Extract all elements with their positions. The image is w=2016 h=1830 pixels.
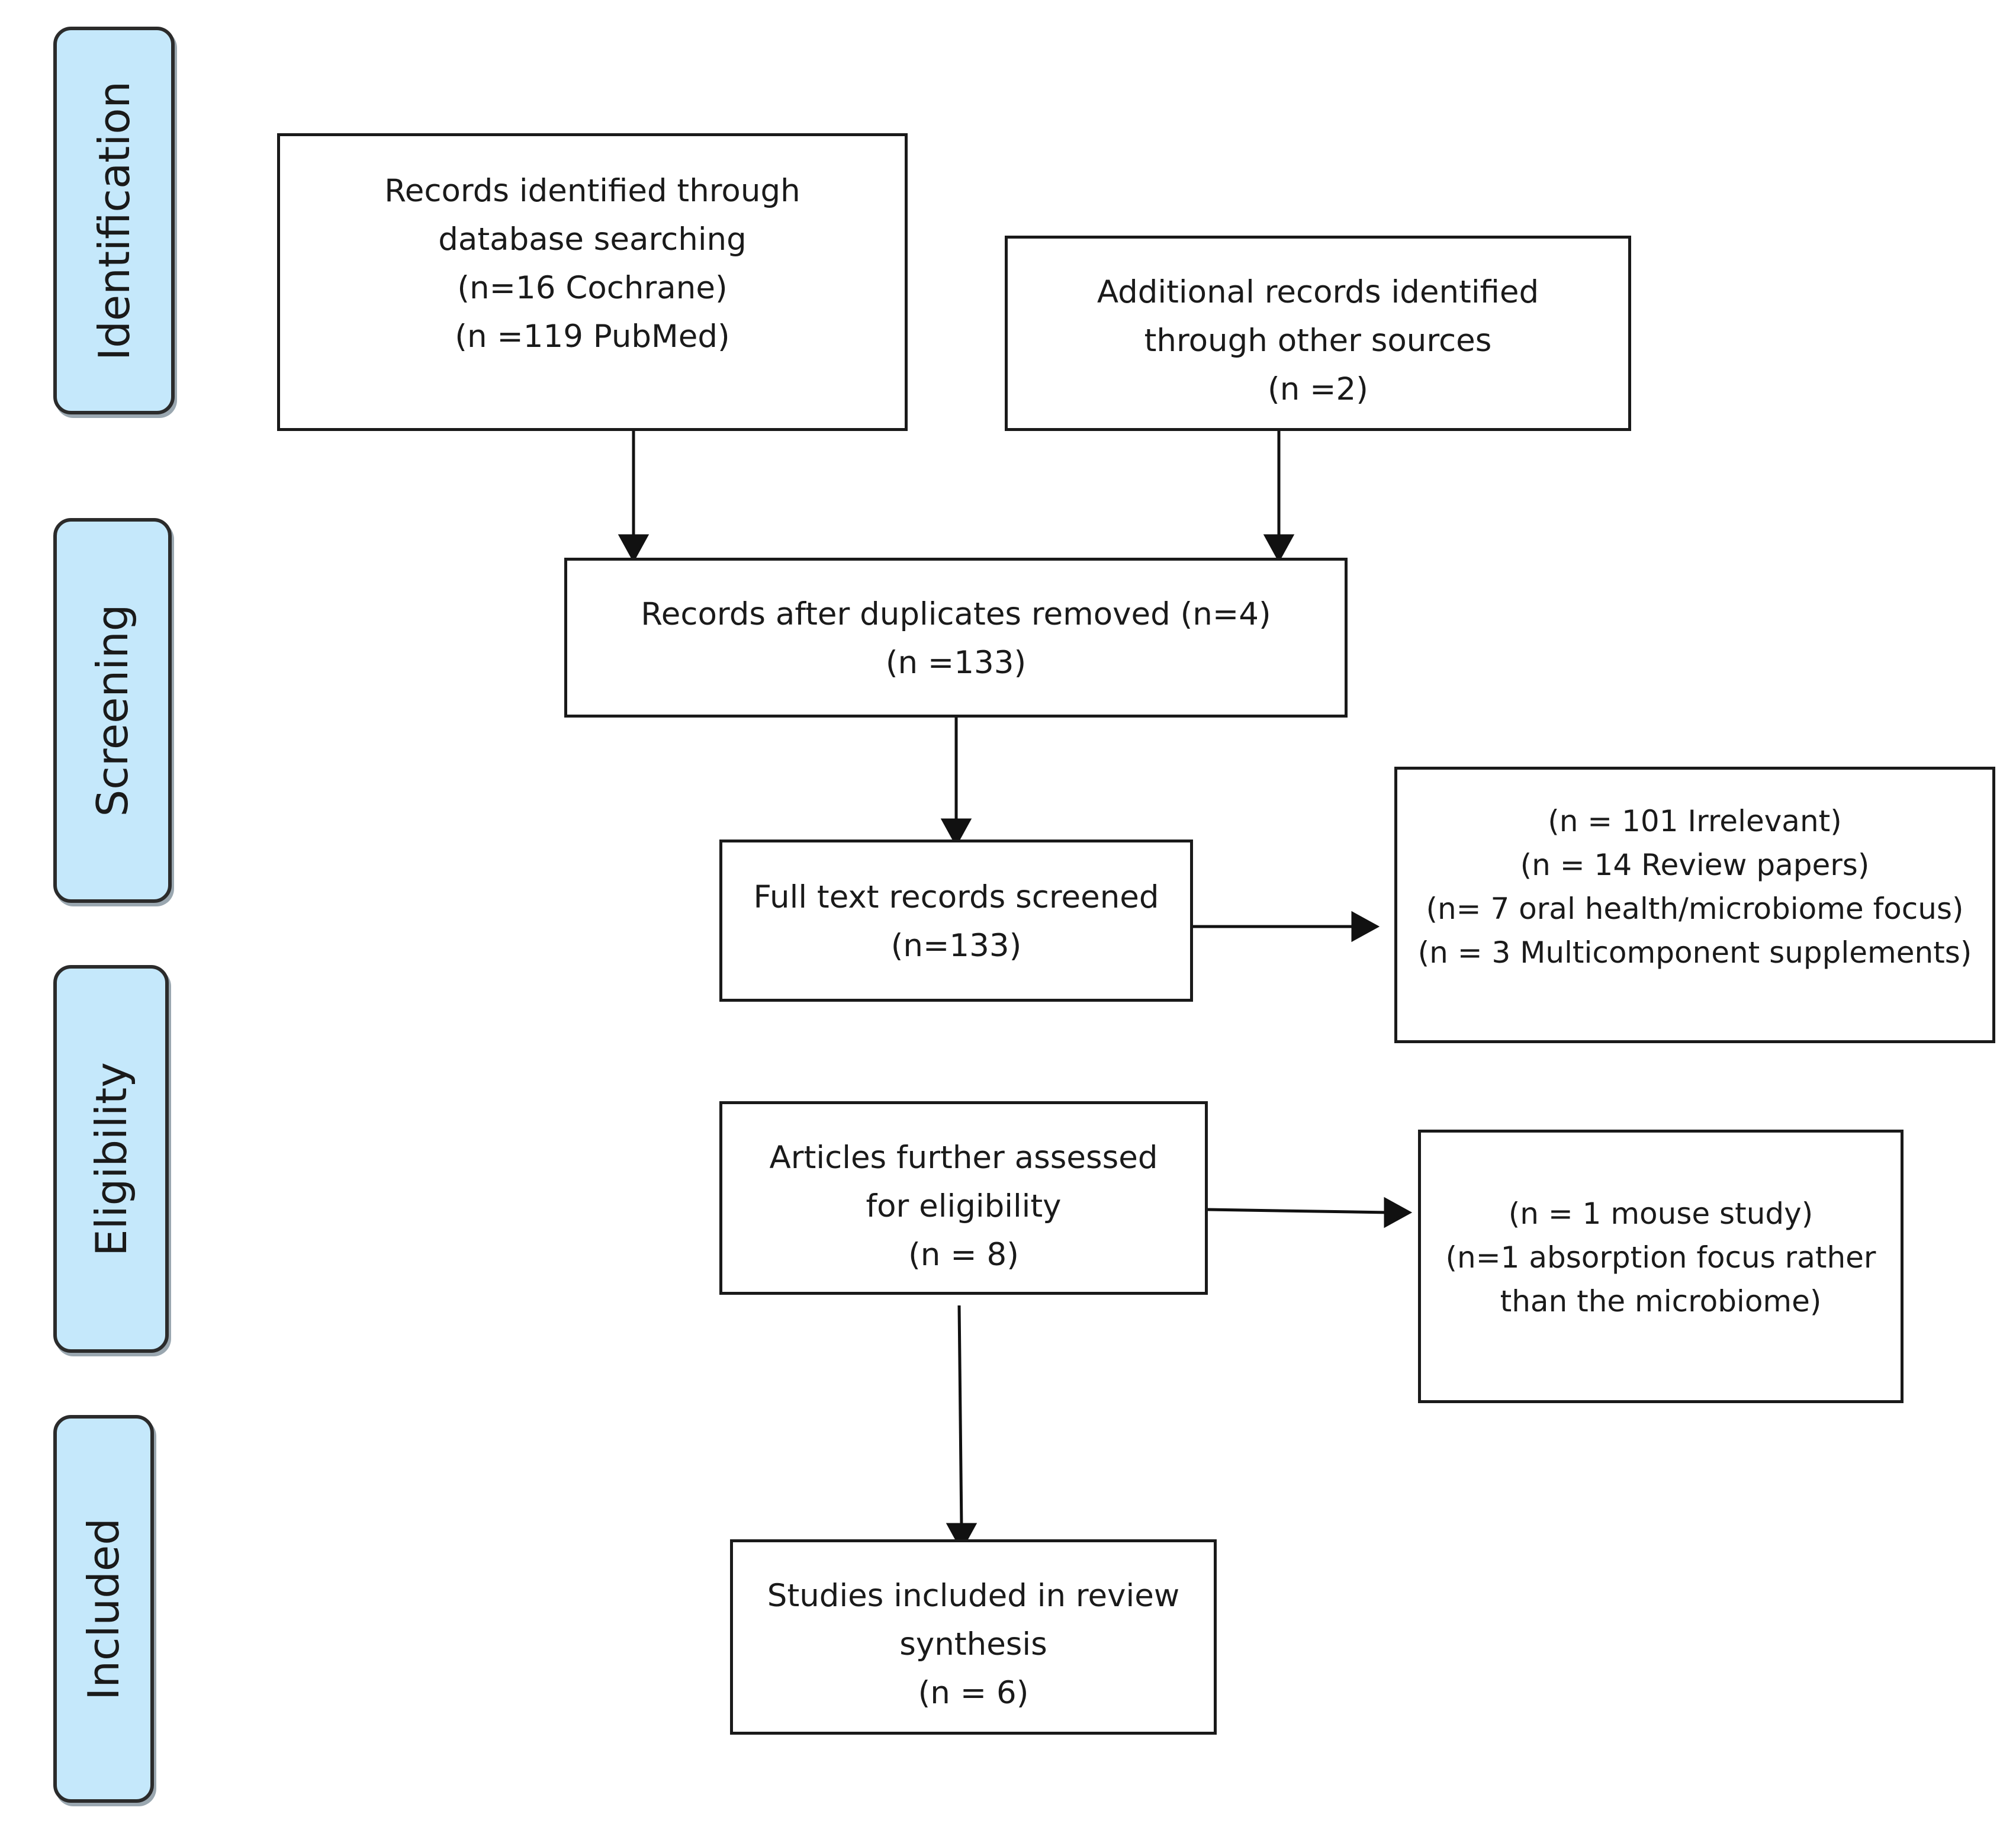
arrowhead-database-to-duplicates [618,534,650,563]
arrowhead-eligibility-to-included [946,1523,978,1552]
database-records-box: Records identified through database sear… [277,133,908,431]
eligibility-excluded-line3: than the microbiome) [1500,1284,1822,1318]
duplicates-removed-line2: (n =133) [885,645,1027,681]
arrowhead-duplicates-to-fulltext [940,818,972,847]
phase-eligibility: Eligibility [53,965,169,1353]
included-studies-box: Studies included in review synthesis (n … [730,1539,1217,1735]
database-records-line1: Records identified through [384,173,800,209]
included-studies-line3: (n = 6) [918,1675,1029,1711]
arrowhead-other-to-duplicates [1263,534,1295,563]
phase-identification: Identification [53,27,175,414]
duplicates-removed-box: Records after duplicates removed (n=4) (… [564,558,1348,718]
screening-excluded-line2: (n = 14 Review papers) [1520,848,1870,882]
screening-excluded-box: (n = 101 Irrelevant) (n = 14 Review pape… [1394,767,1995,1043]
full-text-screened-line2: (n=133) [890,928,1022,964]
database-records-line3: (n=16 Cochrane) [457,270,728,306]
screening-excluded-line3: (n= 7 oral health/microbiome focus) [1426,892,1964,926]
screening-excluded-line4: (n = 3 Multicomponent supplements) [1417,935,1972,970]
other-sources-line2: through other sources [1144,323,1492,359]
other-sources-line1: Additional records identified [1097,274,1539,310]
arrowhead-eligibility-to-excluded [1384,1197,1413,1228]
arrow-eligibility-to-included [957,1305,963,1528]
full-text-screened-line1: Full text records screened [753,879,1159,915]
screening-excluded-line1: (n = 101 Irrelevant) [1548,804,1842,838]
arrow-eligibility-to-excluded [1207,1208,1389,1214]
phase-screening: Screening [53,518,172,903]
full-text-screened-box: Full text records screened (n=133) [719,840,1193,1002]
included-studies-line1: Studies included in review [767,1578,1180,1614]
eligibility-excluded-line2: (n=1 absorption focus rather [1445,1240,1876,1275]
eligibility-excluded-box: (n = 1 mouse study) (n=1 absorption focu… [1418,1130,1904,1403]
eligibility-assessed-line2: for eligibility [866,1188,1062,1224]
other-sources-line3: (n =2) [1268,371,1368,407]
database-records-line2: database searching [438,221,747,258]
duplicates-removed-line1: Records after duplicates removed (n=4) [641,596,1271,632]
eligibility-excluded-line1: (n = 1 mouse study) [1508,1197,1814,1231]
eligibility-assessed-box: Articles further assessed for eligibilit… [719,1101,1208,1295]
arrowhead-fulltext-to-excluded [1351,911,1380,943]
eligibility-assessed-line3: (n = 8) [908,1237,1019,1273]
included-studies-line2: synthesis [899,1626,1047,1662]
eligibility-assessed-line1: Articles further assessed [769,1140,1158,1176]
phase-included: Included [53,1415,154,1803]
other-sources-box: Additional records identified through ot… [1005,236,1631,431]
database-records-line4: (n =119 PubMed) [455,319,730,355]
